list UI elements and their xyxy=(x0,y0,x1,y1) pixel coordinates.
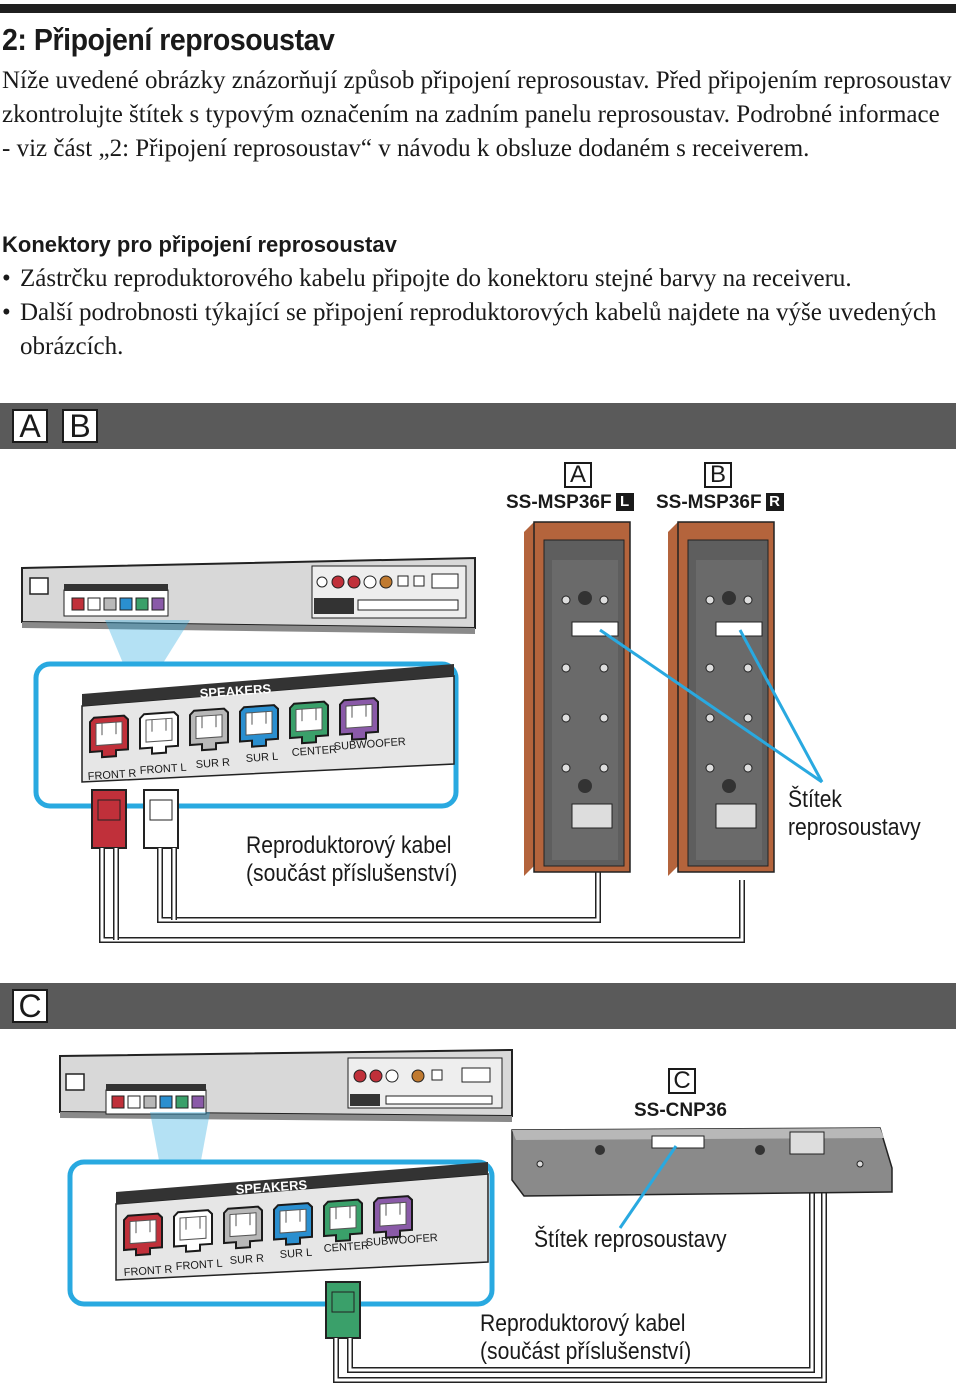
section-letter-a: A xyxy=(12,409,48,443)
cable-caption-line: Reproduktorový kabel xyxy=(480,1310,686,1337)
speakers-zoom-c xyxy=(67,1159,495,1307)
terminal-label: SUBWOOFER xyxy=(333,736,406,753)
label-caption-c: Štítek reprosoustavy xyxy=(534,1226,727,1253)
cable-caption-line: Reproduktorový kabel xyxy=(246,832,452,859)
terminal-label: CENTER xyxy=(291,744,337,759)
terminal-label: SUR R xyxy=(195,757,230,771)
plugs-ab xyxy=(91,789,745,943)
terminal-label: FRONT R xyxy=(87,768,136,783)
speakers-zoom-ab xyxy=(33,661,459,809)
terminal-label: SUR L xyxy=(279,1247,312,1261)
top-rule xyxy=(0,4,956,13)
speaker-a-side: L xyxy=(615,493,634,511)
section-ab-bar: A B xyxy=(0,403,956,449)
speaker-b-illustration xyxy=(668,521,775,876)
label-caption-line: Štítek xyxy=(788,786,842,813)
speaker-b-side: R xyxy=(765,493,784,511)
receiver-back-panel-ab xyxy=(21,556,476,634)
label-caption-ab: Štítek reprosoustavy xyxy=(788,786,921,842)
bullet-item: Zástrčku reproduktorového kabelu připojt… xyxy=(2,262,952,296)
page-title: 2: Připojení reprosoustav xyxy=(2,22,335,57)
connectors-subtitle: Konektory pro připojení reprosoustav xyxy=(2,232,397,257)
section-c-bar: C xyxy=(0,983,956,1029)
cable-caption-ab: Reproduktorový kabel (součást příslušens… xyxy=(246,832,457,888)
receiver-back-panel-c xyxy=(59,1048,513,1122)
connectors-bullets: Zástrčku reproduktorového kabelu připojt… xyxy=(2,262,952,364)
terminal-label: SUR R xyxy=(229,1253,264,1267)
speaker-b-letter: B xyxy=(704,462,732,488)
terminal-label: SUBWOOFER xyxy=(365,1232,438,1249)
cable-caption-line: (součást příslušenství) xyxy=(480,1338,692,1365)
plug-c xyxy=(325,1150,827,1383)
bullet-item: Další podrobnosti týkající se připojení … xyxy=(2,296,952,364)
terminal-label: FRONT L xyxy=(175,1258,223,1273)
cable-caption-c: Reproduktorový kabel (součást příslušens… xyxy=(480,1310,691,1366)
cable-caption-line: (součást příslušenství) xyxy=(246,860,458,887)
speaker-c-illustration xyxy=(511,1127,893,1197)
speaker-c-model: SS-CNP36 xyxy=(634,1100,727,1121)
speaker-c-letter: C xyxy=(668,1068,696,1094)
speaker-a-model-name: SS-MSP36F xyxy=(506,492,612,513)
terminal-label: SUR L xyxy=(245,751,278,765)
panel-label-c: SPEAKERS xyxy=(235,1177,308,1197)
section-letter-b: B xyxy=(62,409,98,443)
terminal-label: FRONT L xyxy=(139,762,187,777)
panel-label-ab: SPEAKERS xyxy=(199,681,272,701)
speaker-a-illustration xyxy=(524,521,631,876)
section-letter-c: C xyxy=(12,989,48,1023)
label-caption-line: reprosoustavy xyxy=(788,814,921,841)
intro-paragraph: Níže uvedené obrázky znázorňují způsob p… xyxy=(2,67,952,162)
terminal-label: CENTER xyxy=(323,1240,369,1255)
terminal-label: FRONT R xyxy=(123,1264,172,1279)
speaker-a-letter: A xyxy=(564,462,592,488)
speaker-b-model-name: SS-MSP36F xyxy=(656,492,762,513)
